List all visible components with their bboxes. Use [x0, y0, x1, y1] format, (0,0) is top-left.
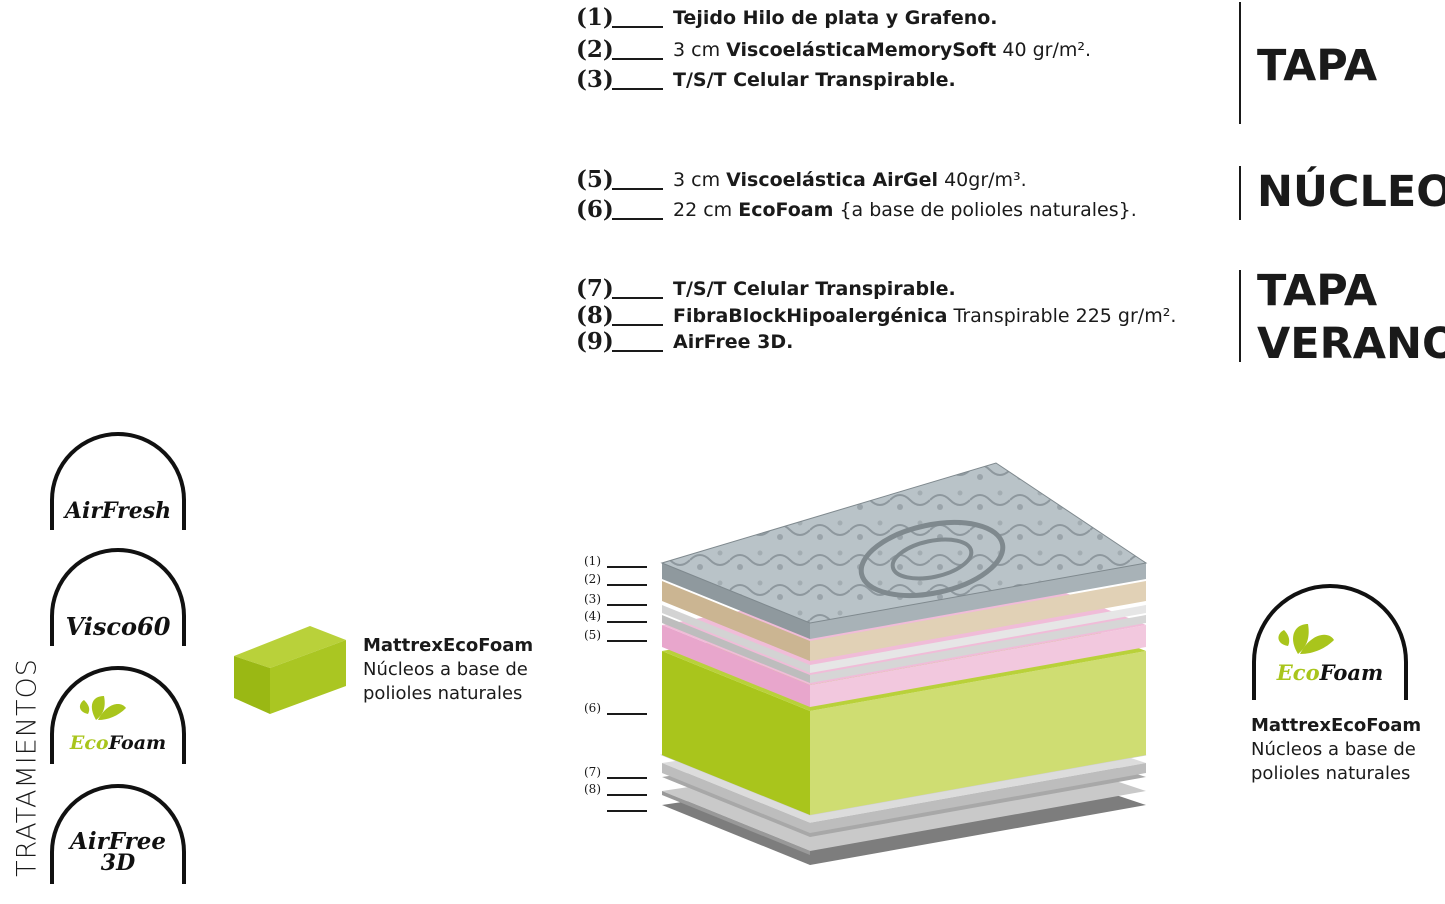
layer-description: T/S/T Celular Transpirable. [673, 69, 956, 91]
layer-description-regular: 40gr/m³. [938, 169, 1027, 191]
airfresh-badge: AirFresh [48, 432, 188, 532]
leader-line [612, 88, 663, 90]
leader-line [612, 188, 663, 190]
mattress-layer-label: (8) [584, 782, 601, 796]
mattress-leader-line [607, 566, 647, 568]
caption-left-line2: polioles naturales [363, 683, 523, 704]
ecofoam-foam-text: Foam [1319, 660, 1384, 685]
group-label-tapa-verano-line2: VERANO [1257, 319, 1445, 369]
layer-description-regular: 3 cm [673, 169, 727, 191]
caption-left-title: MattrexEcoFoam [363, 635, 534, 656]
mattress-leader-line [607, 640, 647, 642]
airfree-badge-line2: 3D [100, 850, 136, 876]
mattress-leader-line [607, 713, 647, 715]
layer-number: (2) [576, 36, 614, 63]
layer-description-bold: Tejido Hilo de plata y Grafeno. [673, 7, 998, 29]
layer-description: 3 cm ViscoelásticaMemorySoft 40 gr/m². [673, 39, 1091, 61]
layer-2-memorysoft [662, 581, 810, 661]
mattress-leader-line [607, 621, 647, 623]
ecofoam-eco-text: Eco [69, 732, 109, 754]
group-label-tapa-verano-line1: TAPA [1257, 266, 1378, 316]
layer-description: AirFree 3D. [673, 331, 793, 353]
mattress-leader-line [607, 794, 647, 796]
layer-description: FibraBlockHipoalergénica Transpirable 22… [673, 305, 1176, 327]
layer-4 [662, 615, 810, 683]
layer-description-bold: Viscoelástica AirGel [726, 169, 939, 191]
layer-number: (3) [576, 66, 614, 93]
layer-3-tst [662, 605, 810, 673]
layer-description-regular: 22 cm [673, 199, 739, 221]
layer-6-ecofoam-core [662, 651, 810, 815]
group-divider-tapa [1239, 2, 1241, 124]
layer-number: (6) [576, 196, 614, 223]
group-label-tapa: TAPA [1257, 41, 1378, 91]
layer-description: T/S/T Celular Transpirable. [673, 278, 956, 300]
mattress-layer-label: (4) [584, 609, 601, 623]
caption-left-line1: Núcleos a base de [363, 659, 528, 680]
layer-description: 22 cm EcoFoam {a base de polioles natura… [673, 199, 1137, 221]
airfree-badge-line1: AirFree [69, 828, 166, 855]
layer-description-regular: 3 cm [673, 39, 727, 61]
group-divider-nucleo [1239, 166, 1241, 220]
ecofoam-badge-small-label: EcoFoam [48, 732, 188, 754]
mattress-leader-line [607, 604, 647, 606]
leader-line [612, 58, 663, 60]
layer-1-fabric-top [660, 462, 1148, 624]
caption-right-line1: Núcleos a base de [1251, 739, 1416, 760]
caption-right: MattrexEcoFoam Núcleos a base de poliole… [1251, 714, 1421, 786]
layer-description: 3 cm Viscoelástica AirGel 40gr/m³. [673, 169, 1027, 191]
layer-number: (1) [576, 4, 614, 31]
mattress-layer-label: (6) [584, 701, 601, 715]
mattress-layer-label: (5) [584, 628, 601, 642]
leaf-icon [1278, 624, 1334, 654]
mattress-leader-line [607, 584, 647, 586]
ecofoam-badge-large-label: EcoFoam [1250, 660, 1410, 685]
ecofoam-eco-text: Eco [1276, 660, 1320, 685]
layer-description: Tejido Hilo de plata y Grafeno. [673, 7, 998, 29]
layer-5-airgel [662, 625, 810, 707]
layer-description-bold: FibraBlockHipoalergénica [673, 305, 948, 327]
leader-line [612, 297, 663, 299]
mattress-leader-line [607, 777, 647, 779]
airfree-3d-badge: AirFree 3D [48, 784, 188, 886]
mattress-layer-label: (1) [584, 554, 601, 568]
ecofoam-badge-large: EcoFoam [1250, 582, 1410, 702]
caption-right-title: MattrexEcoFoam [1251, 715, 1422, 736]
layer-description-bold: T/S/T Celular Transpirable. [673, 278, 956, 300]
mattress-layer-label: (2) [584, 572, 601, 586]
layer-description-regular: 40 gr/m². [996, 39, 1092, 61]
group-label-nucleo: NÚCLEO [1257, 167, 1445, 217]
layer-number: (5) [576, 166, 614, 193]
mattress-layers-illustration [660, 462, 1148, 865]
mattress-layer-label: (3) [584, 592, 601, 606]
visco60-badge-label: Visco60 [65, 612, 171, 641]
layer-description-regular: {a base de polioles naturales}. [833, 199, 1137, 221]
leader-line [612, 26, 663, 28]
caption-right-line2: polioles naturales [1251, 763, 1411, 784]
layer-description-regular: Transpirable 225 gr/m². [947, 305, 1177, 327]
leader-line [612, 218, 663, 220]
leader-line [612, 350, 663, 352]
leader-line [612, 324, 663, 326]
layer-description-bold: AirFree 3D. [673, 331, 794, 353]
ecofoam-badge-small: EcoFoam [48, 666, 188, 766]
layer-description-bold: T/S/T Celular Transpirable. [673, 69, 956, 91]
layer-1-fabric-side [662, 563, 810, 639]
mattress-layer-label: (7) [584, 765, 601, 779]
visco60-badge: Visco60 [48, 548, 188, 648]
layer-number: (8) [576, 302, 614, 329]
group-divider-tapa-verano [1239, 270, 1241, 362]
layer-description-bold: EcoFoam [738, 199, 834, 221]
mattress-leader-line [607, 810, 647, 812]
ecofoam-block-image [234, 626, 346, 714]
layer-number: (7) [576, 275, 614, 302]
layer-number: (9) [576, 328, 614, 355]
caption-left: MattrexEcoFoam Núcleos a base de poliole… [363, 634, 533, 706]
ecofoam-foam-text: Foam [108, 732, 167, 754]
airfresh-badge-label: AirFresh [64, 498, 172, 524]
layer-description-bold: ViscoelásticaMemorySoft [726, 39, 997, 61]
leaf-icon [79, 696, 126, 720]
treatments-label: TRATAMIENTOS [11, 658, 43, 877]
